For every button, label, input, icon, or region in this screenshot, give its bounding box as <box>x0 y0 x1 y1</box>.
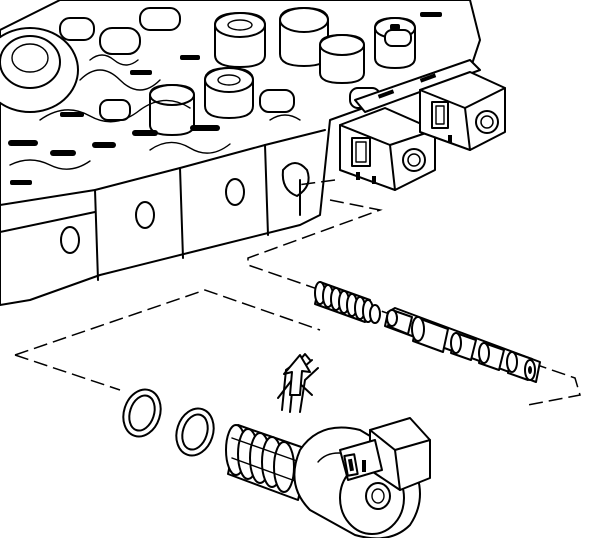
spring <box>314 281 381 324</box>
solenoid-connector-right <box>419 71 506 151</box>
solenoid-body <box>225 417 431 538</box>
alignment-lines <box>14 179 581 406</box>
valve-body-assembly <box>0 0 481 306</box>
o-ring-inner <box>175 407 215 457</box>
o-ring-outer <box>122 388 162 438</box>
installation-arrow-icon <box>283 354 311 396</box>
solenoid-connector-left <box>339 107 436 191</box>
valve-spool <box>384 307 541 383</box>
valve-cylinders <box>149 7 416 136</box>
